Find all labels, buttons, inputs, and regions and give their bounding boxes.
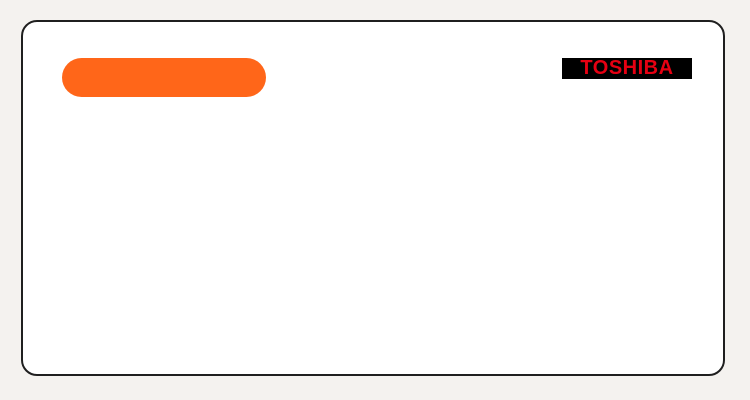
toshiba-logo-text: TOSHIBA [580, 58, 673, 79]
toshiba-logo: TOSHIBA [562, 58, 692, 79]
toshiba-logo-graphic: TOSHIBA [562, 58, 692, 79]
orange-pill-button[interactable] [62, 58, 266, 97]
card: TOSHIBA [21, 20, 725, 376]
